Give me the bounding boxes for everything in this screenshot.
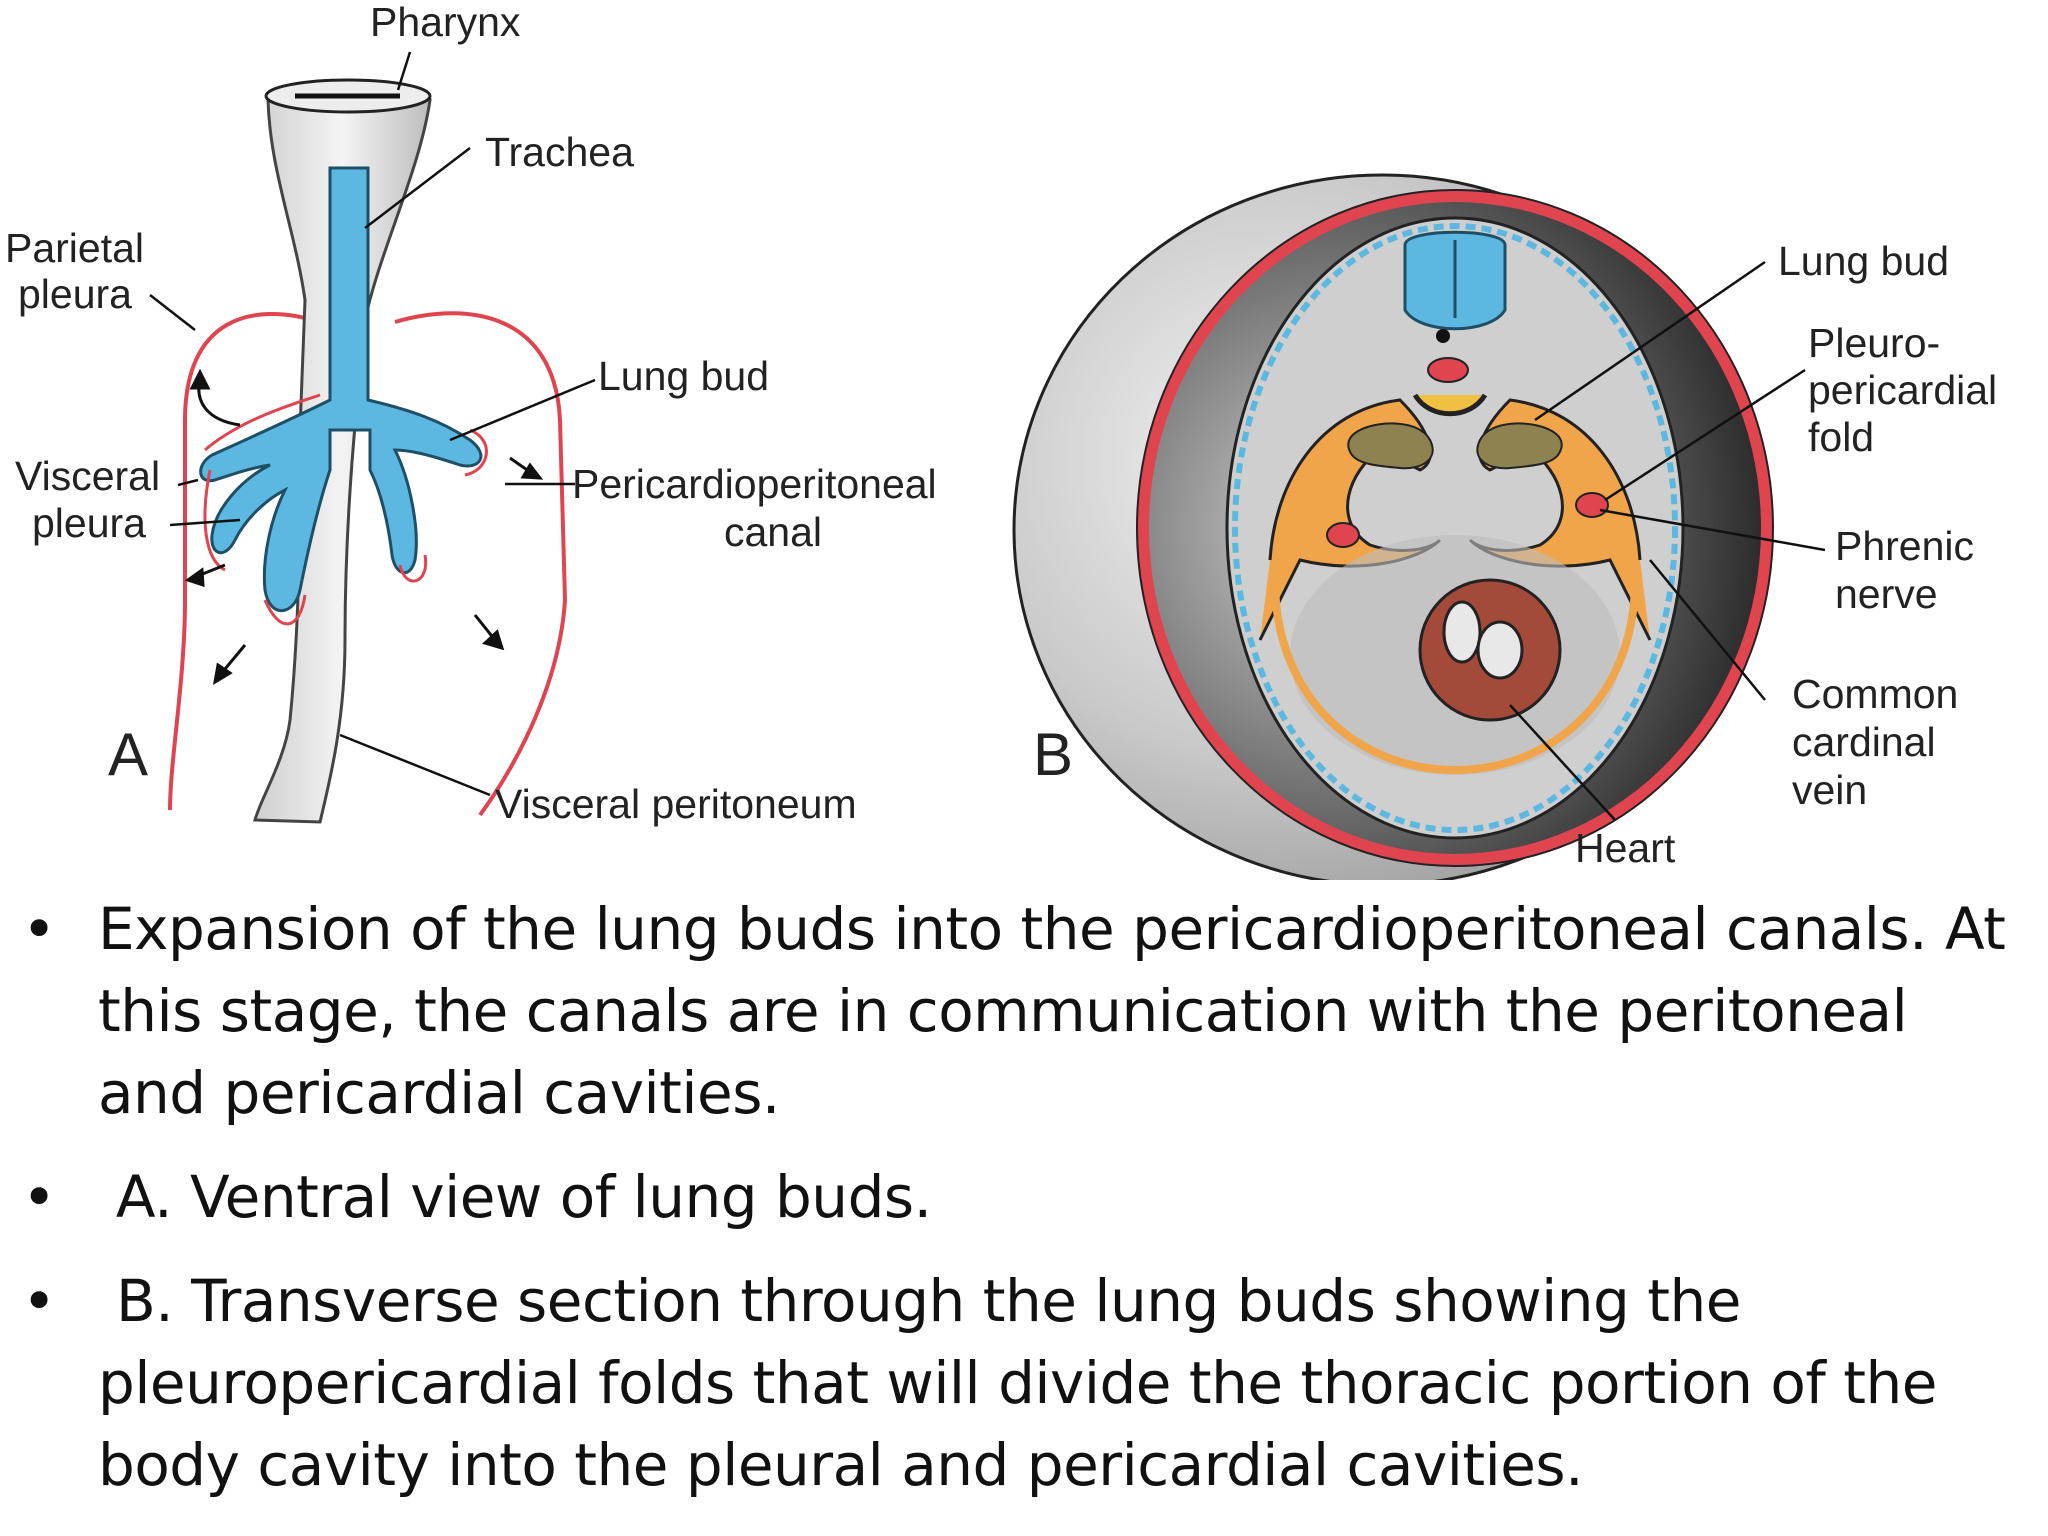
label-common-1: Common (1792, 671, 1958, 717)
bullet-text: B. Transverse section through the lung b… (98, 1267, 1955, 1499)
visceral-pleura-outline (203, 393, 488, 626)
panel-b-letter: B (1033, 721, 1073, 788)
dorsal-aorta (1427, 357, 1469, 383)
label-lung-bud-b: Lung bud (1778, 238, 1949, 284)
label-phrenic-1: Phrenic (1835, 523, 1974, 569)
cardinal-vein-right (1575, 492, 1609, 518)
heart-chamber-right (1476, 620, 1524, 680)
left-canal-outline (168, 311, 321, 811)
lung-bud-left (1347, 422, 1434, 470)
trachea-and-lung-bud (199, 166, 483, 613)
label-pleuro-3: fold (1808, 414, 1874, 460)
label-visceral-pleura-2: pleura (32, 500, 146, 546)
label-pericardioperitoneal-1: Pericardioperitoneal (572, 461, 937, 507)
label-phrenic-2: nerve (1835, 571, 1938, 617)
somatic-mesoderm-dashed (1232, 223, 1678, 833)
notochord (1436, 329, 1450, 343)
panel-a: Pharynx Trachea Parietal pleura Lung bud… (5, 0, 937, 827)
label-heart: Heart (1575, 825, 1676, 871)
label-pericardioperitoneal-2: canal (724, 509, 822, 555)
panel-a-letter: A (108, 721, 148, 788)
lung-bud-right (1476, 422, 1563, 470)
expansion-arrows (184, 368, 544, 685)
heart-chamber-left (1442, 600, 1482, 664)
bullet-text: A. Ventral view of lung buds. (98, 1163, 932, 1231)
label-visceral-pleura-1: Visceral (15, 453, 160, 499)
label-lung-bud-a: Lung bud (598, 353, 769, 399)
label-trachea: Trachea (485, 129, 634, 175)
bullet-item: • A. Ventral view of lung buds. (0, 1156, 2048, 1238)
label-parietal-pleura-2: pleura (18, 271, 132, 317)
label-pleuro-1: Pleuro- (1808, 320, 1940, 366)
pleuropericardial-fold-right (1468, 398, 1652, 641)
bullet-item: • Expansion of the lung buds into the pe… (0, 888, 2048, 1134)
bullet-dot: • (22, 895, 56, 963)
label-common-3: vein (1792, 767, 1867, 813)
label-common-2: cardinal (1792, 719, 1936, 765)
label-parietal-pleura-1: Parietal (5, 225, 144, 271)
label-pleuro-2: pericardial (1808, 367, 1997, 413)
bullet-dot: • (22, 1163, 56, 1231)
panel-b: Lung bud Pleuro- pericardial fold Phreni… (1012, 173, 1997, 880)
lung-bud-figure: Pharynx Trachea Parietal pleura Lung bud… (5, 0, 1997, 880)
bullet-item: • B. Transverse section through the lung… (0, 1260, 2048, 1506)
caption-bullet-list: • Expansion of the lung buds into the pe… (0, 888, 2048, 1506)
label-pharynx: Pharynx (370, 0, 521, 45)
right-canal-outline (394, 311, 568, 817)
bullet-dot: • (22, 1267, 56, 1335)
pericardial-lining (1271, 579, 1639, 775)
cardinal-vein-left (1326, 522, 1360, 548)
bullet-text: Expansion of the lung buds into the peri… (98, 895, 2006, 1127)
label-visceral-peritoneum: Visceral peritoneum (495, 781, 857, 827)
gut-tube (1412, 393, 1488, 417)
